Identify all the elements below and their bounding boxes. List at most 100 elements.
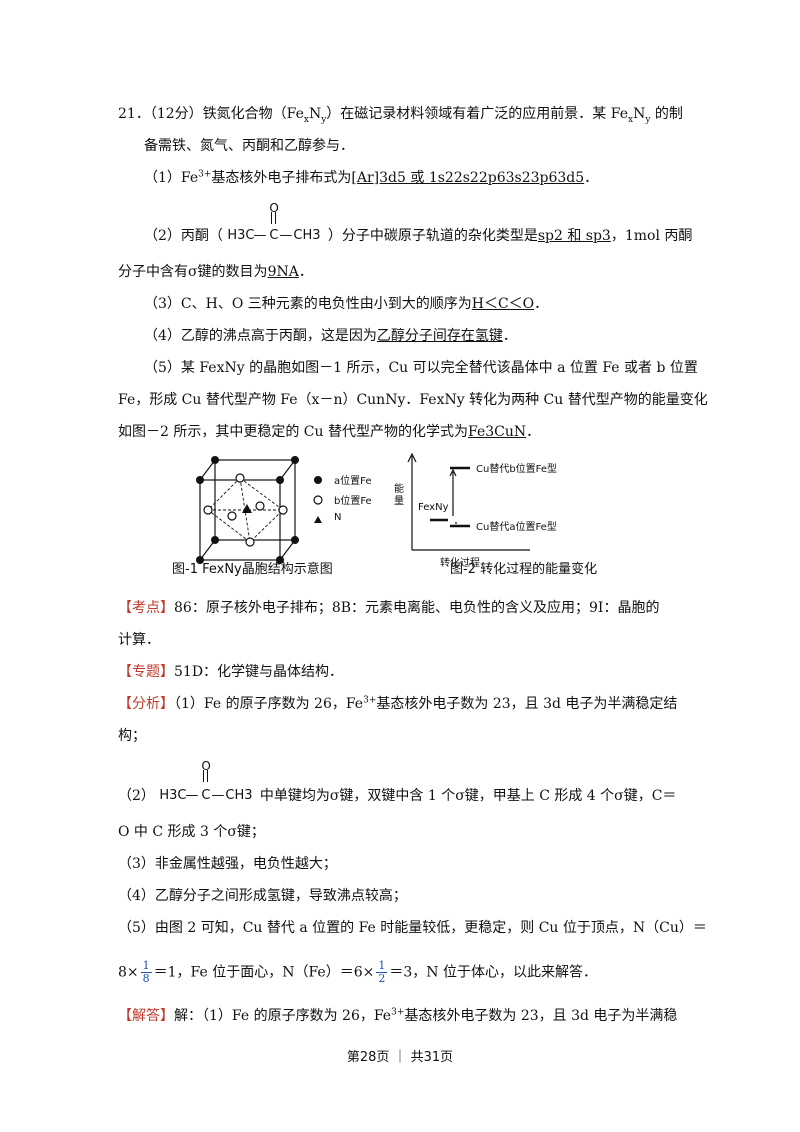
intro-text-2: ）在磁记录材料领域有着广泛的应用前景．某 Fe: [326, 106, 628, 122]
figure-area: a位置Fe b位置Fe N 能量 转化过程 Cu替代b位置Fe型 FexNy C…: [140, 450, 680, 580]
part5-line3: 如图－2 所示，其中更稳定的 Cu 替代型产物的化学式为Fe3CuN．: [118, 424, 541, 440]
fig1-caption: 图-1 FexNy晶胞结构示意图: [172, 562, 333, 577]
struct-left: H3C: [227, 228, 255, 243]
fenxi-text3-pre: （2）: [118, 788, 155, 804]
fenxi-text3-post: 中单键均为σ键，双键中含 1 个σ键，甲基上 C 形成 4 个σ键，C＝: [259, 788, 677, 804]
fenxi-text8c: ＝3，N 位于体心，以此来解答．: [389, 964, 597, 981]
mid-level-label: FexNy: [418, 502, 449, 513]
part5-line2: Fe，形成 Cu 替代型产物 Fe（x－n）CunNy．FexNy 转化为两种 …: [118, 392, 708, 408]
fenxi-line6: （4）乙醇分子之间形成氢键，导致沸点较高；: [118, 888, 407, 904]
jieda-text-b: 基态核外电子数为 23，且 3d 电子为半满稳: [404, 1008, 678, 1024]
bottom-level-label: Cu替代a位置Fe型: [476, 522, 557, 533]
fig2-caption: 图-2 转化过程的能量变化: [450, 562, 598, 577]
bond-dash-left: —: [253, 228, 267, 243]
double-bond-icon-2: [203, 770, 209, 782]
fenxi-line1: 【分析】（1）Fe 的原子序数为 26，Fe3+基态核外电子数为 23，且 3d…: [118, 694, 677, 714]
fenxi-text8a: 8×: [118, 964, 139, 981]
legend-a-label: a位置Fe: [334, 476, 372, 487]
question-intro-line2: 备需铁、氮气、丙酮和乙醇参与．: [144, 138, 354, 154]
part1-answer: [Ar]3d5 或 1s22s22p63s23p63d5: [351, 170, 585, 186]
legend-b-label: b位置Fe: [334, 496, 372, 507]
figures-svg: [196, 452, 530, 564]
struct-c-2: C: [201, 788, 211, 803]
part5-line1: （5）某 FexNy 的晶胞如图－1 所示，Cu 可以完全替代该晶体中 a 位置…: [144, 360, 698, 376]
legend-b-icon: [313, 495, 323, 505]
n-atom-icon: [242, 504, 252, 513]
bond-dash-right: —: [279, 228, 293, 243]
part4-line: （4）乙醇的沸点高于丙酮，这是因为乙醇分子间存在氢键．: [144, 328, 517, 344]
legend-n-label: N: [334, 512, 342, 523]
question-intro-line1: 21．（12分）铁氮化合物（FexNy）在磁记录材料领域有着广泛的应用前景．某 …: [118, 106, 683, 125]
intro-text-n: N: [308, 106, 322, 122]
part2-line: （2）丙酮（ O H3C — C — CH3 ）分子中碳原子轨道的杂化类型是sp…: [144, 201, 693, 246]
acetone-structure-2: O H3C — C — CH3: [159, 759, 255, 806]
kaodian-tag: 【考点】: [118, 600, 174, 616]
fenxi-text1b: 基态核外电子数为 23，且 3d 电子为半满稳定结: [376, 696, 678, 712]
struct-right: CH3: [293, 228, 321, 243]
fenxi-line7: （5）由图 2 可知，Cu 替代 a 位置的 Fe 时能量较低，更稳定，则 Cu…: [118, 920, 707, 936]
fenxi-line5: （3）非金属性越强，电负性越大；: [118, 856, 337, 872]
part1-text: （1）Fe: [144, 170, 199, 186]
fenxi-line3: （2） O H3C — C — CH3 中单键均为σ键，双键中含 1 个σ键，甲…: [118, 759, 677, 806]
part4-answer: 乙醇分子间存在氢键: [376, 328, 503, 344]
fenxi-text8b: ＝1，Fe 位于面心，N（Fe）＝6×: [153, 964, 375, 981]
frac1-den: 8: [142, 972, 150, 985]
legend-n-icon: [314, 516, 322, 523]
kaodian-text: 86：原子核外电子排布；8B：元素电离能、电负性的含义及应用；9I：晶胞的: [174, 600, 660, 616]
fenxi-line2: 构；: [118, 728, 146, 744]
zhuanti-tag: 【专题】: [118, 664, 174, 680]
acetone-structure: O H3C — C — CH3: [227, 201, 323, 246]
page-footer: 第28页 ｜ 共31页: [346, 1050, 454, 1065]
part2-answer2: 9NA: [267, 264, 299, 280]
part2-text-mid: ）分子中碳原子轨道的杂化类型是: [327, 228, 538, 244]
double-bond-icon: [271, 212, 277, 224]
kaodian-line2: 计算．: [118, 632, 160, 648]
part1-text2: 基态核外电子排布式为: [211, 170, 352, 186]
energy-diagram: [407, 452, 530, 551]
bond-dash-left-2: —: [185, 788, 199, 803]
part3-line: （3）C、H、O 三种元素的电负性由小到大的顺序为H＜C＜O．: [144, 296, 549, 312]
top-level-label: Cu替代b位置Fe型: [476, 464, 558, 475]
intro-text: 21．（12分）铁氮化合物（Fe: [118, 106, 304, 122]
part2-text: （2）丙酮（: [144, 228, 223, 244]
struct-c: C: [269, 228, 279, 243]
part5-answer: Fe3CuN: [468, 424, 527, 440]
fe3-charge-2: 3+: [363, 695, 377, 706]
part4-text: （4）乙醇的沸点高于丙酮，这是因为: [144, 328, 377, 344]
fenxi-line4: O 中 C 形成 3 个σ键；: [118, 824, 265, 840]
frac2-num: 1: [376, 959, 388, 973]
a-site-fe-atoms: [196, 456, 299, 564]
frac2-den: 2: [378, 972, 386, 985]
b-site-fe-atoms: [203, 473, 288, 547]
fe3-charge-3: 3+: [391, 1007, 405, 1018]
jieda-tag: 【解答】: [118, 1008, 174, 1024]
part2-text-post: ，1mol 丙酮: [610, 228, 693, 244]
struct-left-2: H3C: [159, 788, 187, 803]
fenxi-text1a: （1）Fe 的原子序数为 26，Fe: [174, 696, 364, 712]
process-axis-label: 转化过程: [440, 558, 480, 569]
part5-text3: 如图－2 所示，其中更稳定的 Cu 替代型产物的化学式为: [118, 424, 468, 440]
energy-axis-label: 能量: [394, 484, 404, 507]
intro-text-3: 的制: [650, 106, 683, 122]
struct-right-2: CH3: [225, 788, 253, 803]
part2-line2: 分子中含有σ键的数目为9NA．: [118, 264, 313, 280]
struct-o-2: O: [201, 759, 211, 773]
zhuanti-line: 【专题】51D：化学键与晶体结构．: [118, 662, 343, 682]
part2-text-line2: 分子中含有σ键的数目为: [118, 264, 268, 280]
part3-answer: H＜C＜O: [471, 296, 535, 312]
kaodian-line1: 【考点】86：原子核外电子排布；8B：元素电离能、电负性的含义及应用；9I：晶胞…: [118, 598, 659, 618]
intro-text-n2: N: [633, 106, 646, 122]
part2-answer1: sp2 和 sp3: [537, 228, 611, 244]
frac1-num: 1: [140, 959, 152, 973]
jieda-text-a: 解：（1）Fe 的原子序数为 26，Fe: [174, 1008, 392, 1024]
part3-text: （3）C、H、O 三种元素的电负性由小到大的顺序为: [144, 296, 472, 312]
struct-o: O: [269, 201, 279, 215]
legend-a-icon: [314, 476, 322, 484]
zhuanti-text: 51D：化学键与晶体结构．: [174, 664, 344, 680]
fenxi-tag: 【分析】: [118, 696, 174, 712]
fe3-charge: 3+: [198, 169, 212, 180]
